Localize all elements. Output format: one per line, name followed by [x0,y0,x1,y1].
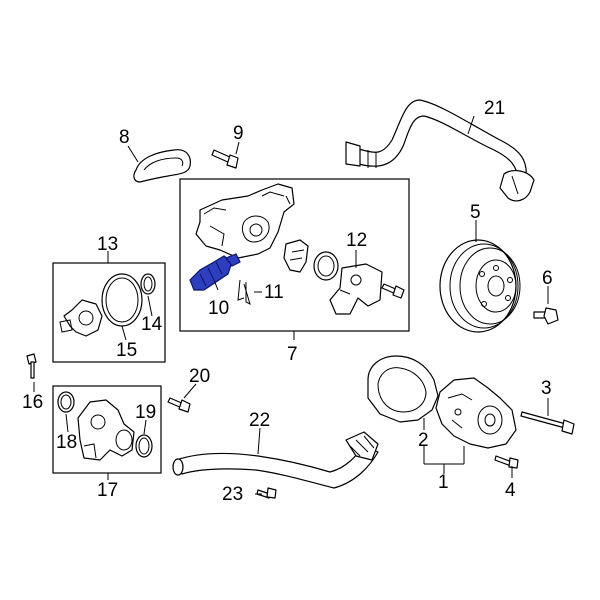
callout-16: 16 [22,392,43,413]
callout-4: 4 [505,480,516,501]
callout-22: 22 [249,410,270,431]
callout-13: 13 [97,234,118,255]
part-12-outlet[interactable] [329,263,383,315]
callout-7: 7 [287,344,298,365]
part-thermostat[interactable] [283,239,309,273]
callout-21: 21 [484,98,505,119]
part-9-bolt[interactable] [211,149,239,169]
part-11-clip[interactable] [237,279,251,305]
part-17-housing[interactable] [77,399,135,461]
callout-20: 20 [189,366,210,387]
part-12-bolt[interactable] [381,283,405,299]
part-22-lower-hose[interactable] [172,431,379,489]
callout-17: 17 [97,480,118,501]
part-14-o-ring[interactable] [140,273,156,295]
callout-9: 9 [233,123,244,144]
part-thermostat-seal[interactable] [313,251,339,281]
callout-23: 23 [222,484,243,505]
part-1-water-pump[interactable] [435,377,517,449]
part-20-bolt[interactable] [167,397,191,413]
part-15-seal-ring[interactable] [101,273,143,327]
callout-3: 3 [541,378,552,399]
callout-15: 15 [116,340,137,361]
part-7-housing[interactable] [195,183,295,259]
part-19-o-ring[interactable] [135,434,153,458]
part-3-bolt[interactable] [520,411,575,435]
part-23-bolt[interactable] [256,487,277,499]
callout-12: 12 [346,230,367,251]
callout-5: 5 [470,202,481,223]
part-8-gasket[interactable] [133,149,191,183]
part-2-gasket[interactable] [367,355,439,423]
part-16-bolt[interactable] [26,353,37,379]
callout-numbers: 1 2 3 4 5 6 7 8 9 10 11 12 13 14 15 16 1… [22,98,553,505]
part-21-upper-hose[interactable] [345,99,535,202]
leader-lines [33,115,549,495]
part-5-pulley[interactable] [439,239,521,333]
callout-2: 2 [418,430,429,451]
part-13-thermostat[interactable] [59,299,103,337]
callout-6: 6 [542,268,553,289]
callout-10: 10 [208,298,229,319]
callout-11: 11 [264,282,284,303]
part-18-o-ring[interactable] [57,391,75,413]
part-4-bolt[interactable] [494,455,519,469]
callout-14: 14 [141,314,163,335]
part-6-bolt[interactable] [533,307,559,325]
callout-8: 8 [119,127,130,148]
callout-18: 18 [56,432,77,453]
group-box-13 [52,262,166,363]
callout-1: 1 [438,472,449,493]
group-box-17 [52,385,162,474]
callout-19: 19 [135,402,156,423]
part-10-temperature-sensor[interactable] [189,253,241,291]
